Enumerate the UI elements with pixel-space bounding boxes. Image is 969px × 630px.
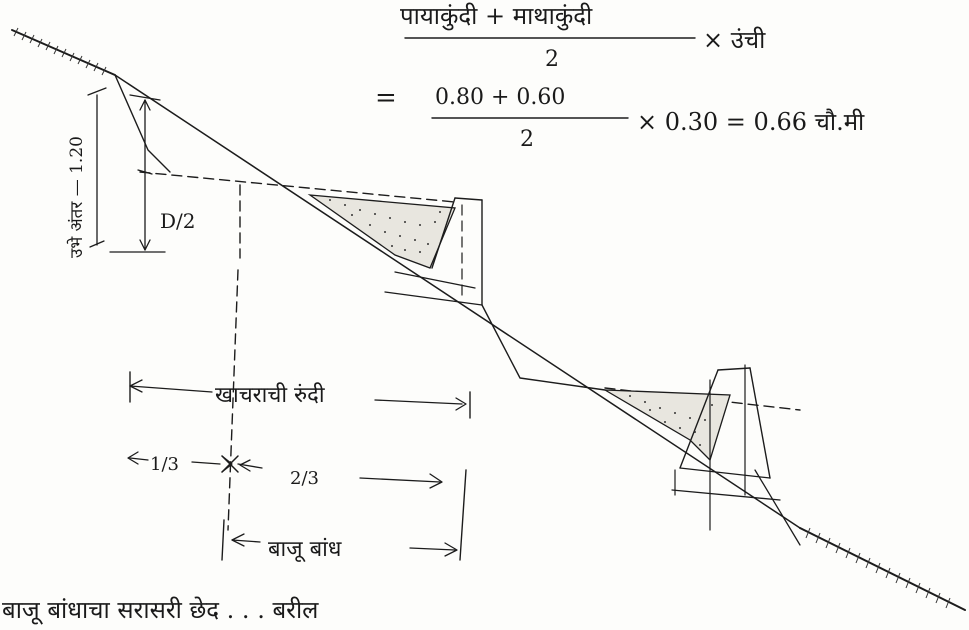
trench-width-label: खाचराची रुंदी — [215, 382, 325, 408]
center-dashed — [227, 269, 239, 531]
formula-equals: = — [375, 83, 397, 113]
formula-block: पायाकुंदी + माथाकुंदी 2 × उंची = 0.80 + … — [375, 2, 865, 152]
trench-width-dimension — [129, 371, 471, 419]
ground-hatch-bottom — [799, 527, 966, 611]
bottom-caption: बाजू बांधाचा सरासरी छेद . . . बरील — [2, 596, 319, 625]
bund-label: बाजू बांध — [268, 537, 342, 563]
one-third-label: 1/3 — [150, 454, 179, 475]
bund-width-dimension — [231, 533, 458, 557]
middle-cut-profile — [481, 304, 606, 391]
formula-denominator-values: 2 — [520, 127, 534, 152]
ground-hatch-top — [11, 27, 116, 76]
formula-numerator-values: 0.80 + 0.60 — [435, 85, 565, 110]
vertical-interval-label: उभे अंतर — 1.20 — [66, 136, 87, 258]
formula-times-height: × उंची — [703, 26, 766, 54]
formula-result: × 0.30 = 0.66 चौ.मी — [637, 108, 865, 136]
lower-bund — [604, 364, 801, 546]
half-depth-label: D/2 — [160, 209, 196, 233]
formula-numerator: पायाकुंदी + माथाकुंदी — [400, 2, 593, 31]
thirds-dimension — [127, 451, 467, 561]
upper-level-dashed — [139, 171, 456, 203]
upper-bund — [307, 194, 483, 306]
formula-denominator: 2 — [545, 47, 559, 72]
two-thirds-label: 2/3 — [290, 468, 319, 489]
upper-cut-profile — [114, 74, 171, 173]
vertical-interval-dimension — [87, 87, 166, 253]
